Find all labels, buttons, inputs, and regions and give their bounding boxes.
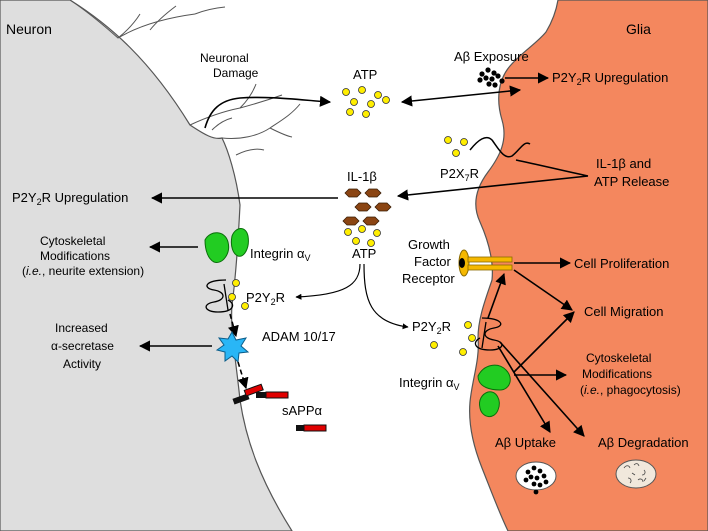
growth-factor-label: Growth — [408, 237, 450, 252]
receptor-to-migration-arrow — [513, 269, 573, 311]
cyto-neuron-label-2: Modifications — [40, 249, 110, 263]
neuron-title: Neuron — [6, 21, 52, 37]
il1b-molecules — [342, 188, 392, 226]
p2y2r-to-receptor-arrow — [487, 272, 506, 319]
abeta-degradation-label: Aβ Degradation — [598, 435, 689, 450]
atp-molecules-mid — [344, 225, 381, 247]
adam-to-sappa-arrow — [237, 361, 249, 390]
p2x7-receptor — [469, 136, 531, 158]
il1b-label: IL-1β — [347, 169, 377, 184]
cell-migration-label: Cell Migration — [584, 304, 663, 319]
abeta-exposure-label: Aβ Exposure — [454, 49, 529, 64]
neuronal-damage-arrow — [204, 95, 332, 129]
abeta-uptake-vesicle — [515, 461, 557, 495]
atp-molecules-p2x7 — [444, 136, 468, 157]
abeta-uptake-label: Aβ Uptake — [495, 435, 556, 450]
il1b-release-label: IL-1β and — [596, 156, 651, 171]
atp-to-neuron-p2y2r-arrow — [295, 263, 361, 300]
integrin-glia-icon — [477, 364, 511, 417]
cyto-glia-label: Cytoskeletal — [586, 351, 651, 365]
growth-factor-label-2: Factor — [414, 254, 452, 269]
glia-release-arrow — [398, 159, 589, 196]
secretase-label-3: Activity — [63, 357, 101, 371]
sappa-fragment-1 — [232, 383, 264, 405]
neuronal-damage-label: Neuronal — [200, 51, 249, 65]
integrin-to-migration-arrow — [513, 311, 575, 373]
integrin-glia-label: Integrin αV — [399, 375, 460, 392]
p2y2r-neuron-label: P2Y2R — [246, 290, 285, 307]
atp-to-glia-p2y2r-arrow — [363, 263, 409, 330]
p2y2r-upregulation-neuron: P2Y2R Upregulation — [12, 190, 128, 207]
p2y2r-neuron-receptor — [205, 279, 234, 313]
growth-factor-receptor-icon — [458, 249, 513, 277]
abeta-aggregate-top — [477, 67, 505, 88]
secretase-label: Increased — [55, 321, 108, 335]
integrin-to-adam-arrow — [227, 313, 239, 338]
adam-label: ADAM 10/17 — [262, 329, 336, 344]
sappa-label: sAPPα — [282, 403, 323, 418]
cyto-glia-label-3: (i.e., phagocytosis) — [580, 383, 681, 397]
cyto-glia-label-2: Modifications — [582, 367, 652, 381]
secretase-label-2: α-secretase — [51, 339, 114, 353]
sappa-fragment-3 — [296, 424, 327, 432]
growth-factor-label-3: Receptor — [402, 271, 455, 286]
atp-molecules-top — [342, 86, 390, 118]
p2y2r-glia-label: P2Y2R — [412, 319, 451, 336]
sappa-fragment-2 — [256, 391, 289, 399]
neuronal-damage-label-2: Damage — [213, 66, 259, 80]
p2y2r-to-uptake-arrow — [497, 345, 551, 433]
atp-mid-label: ATP — [352, 246, 376, 261]
p2y2r-upregulation-glia: P2Y2R Upregulation — [552, 70, 668, 87]
abeta-degradation-vesicle — [615, 459, 657, 489]
cyto-neuron-label: Cytoskeletal — [40, 234, 105, 248]
integrin-neuron-icon — [204, 228, 249, 263]
cyto-neuron-label-3: (i.e., neurite extension) — [22, 264, 144, 278]
atp-to-glia-arrow — [400, 85, 522, 107]
glia-title: Glia — [626, 21, 651, 37]
cell-proliferation-label: Cell Proliferation — [574, 256, 669, 271]
atp-molecules-glia — [430, 321, 476, 356]
p2y2r-glia-receptor — [474, 317, 503, 351]
p2x7r-label: P2X7R — [440, 166, 479, 183]
adam-icon — [215, 330, 250, 364]
il1b-release-label-2: ATP Release — [594, 174, 669, 189]
neuron-dendrites — [69, 0, 301, 156]
neuron-cell-body — [0, 0, 293, 531]
atp-molecules-neuron — [228, 279, 249, 310]
integrin-neuron-label: Integrin αV — [250, 246, 311, 263]
p2y2r-to-degradation-arrow — [499, 341, 585, 437]
atp-top-label: ATP — [353, 67, 377, 82]
